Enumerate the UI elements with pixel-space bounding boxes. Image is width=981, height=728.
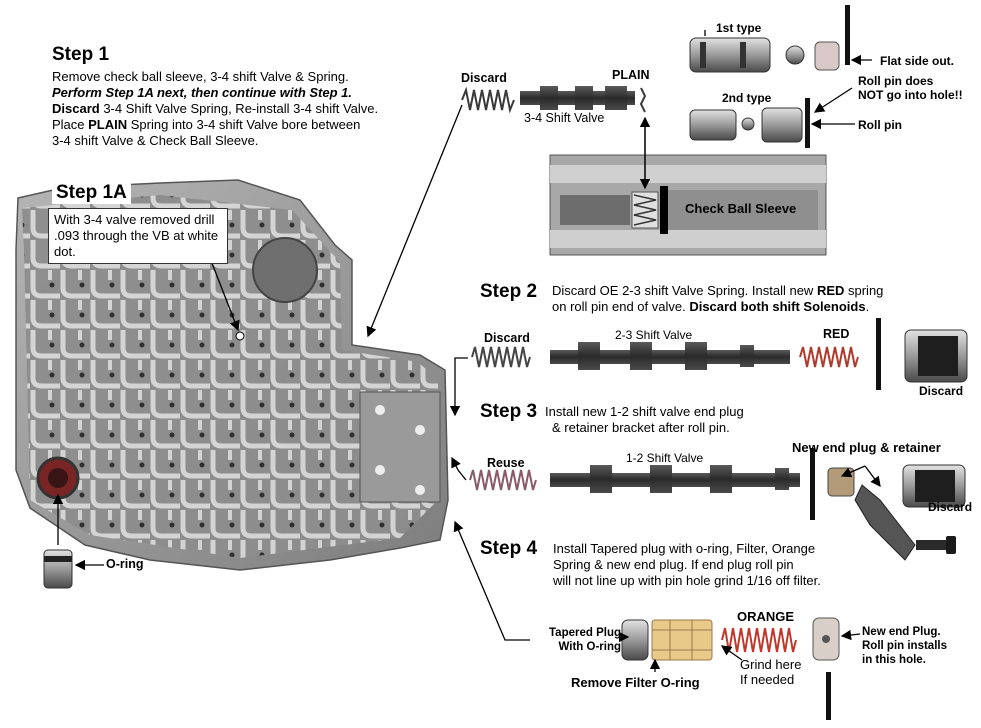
- filter-spring-parts: [621, 617, 840, 720]
- label-roll-pin: Roll pin: [858, 118, 902, 132]
- label-discard-solenoid-1: Discard: [919, 384, 964, 398]
- label-1st-type: 1st type: [716, 21, 762, 35]
- label-discard-solenoid-2: Discard: [928, 500, 973, 514]
- leader-arrows: [52, 30, 881, 672]
- label-tapered-plug: Tapered Plug With O-ring: [535, 626, 621, 654]
- step3-title: Step 3: [480, 401, 538, 422]
- label-new-end-plug: New end Plug. Roll pin installs in this …: [862, 625, 947, 667]
- valve-34-parts: [461, 5, 850, 148]
- step4-text: Install Tapered plug with o-ring, Filter…: [553, 541, 883, 589]
- step2-text: Discard OE 2-3 shift Valve Spring. Insta…: [552, 283, 972, 315]
- label-discard-23: Discard: [484, 331, 530, 345]
- step4-line2: Spring & new end plug. If end plug roll …: [553, 557, 794, 572]
- label-orange: ORANGE: [737, 609, 795, 624]
- label-flat-side: Flat side out.: [880, 54, 955, 68]
- step4-line1: Install Tapered plug with o-ring, Filter…: [553, 541, 816, 556]
- step1-line5: 3-4 shift Valve & Check Ball Sleeve.: [52, 133, 259, 148]
- new-end-plug-line3: in this hole.: [862, 654, 926, 666]
- label-plain: PLAIN: [612, 68, 650, 82]
- step1a-callout: With 3-4 valve removed drill .093 throug…: [48, 208, 228, 264]
- step2-title: Step 2: [480, 281, 538, 302]
- label-check-ball-sleeve: Check Ball Sleeve: [685, 201, 797, 216]
- valve-12-parts: [469, 448, 966, 561]
- roll-pin-note-line2: NOT go into hole!!: [858, 88, 963, 102]
- step3-line2: & retainer bracket after roll pin.: [552, 420, 730, 435]
- o-ring-plug: [43, 549, 73, 589]
- label-new-end-plug-retainer: New end plug & retainer: [792, 440, 941, 455]
- label-12-shift-valve: 1-2 Shift Valve: [626, 451, 704, 465]
- step1a-title: Step 1A: [52, 182, 131, 204]
- tapered-plug-line1: Tapered Plug: [549, 627, 621, 639]
- step3-line1: Install new 1-2 shift valve end plug: [545, 404, 744, 419]
- step1-line4: Place PLAIN Spring into 3-4 shift Valve …: [52, 117, 361, 132]
- roll-pin-note-line1: Roll pin does: [858, 74, 934, 88]
- step1-text: Remove check ball sleeve, 3-4 shift Valv…: [52, 69, 462, 149]
- label-2nd-type: 2nd type: [722, 91, 772, 105]
- step2-line1: Discard OE 2-3 shift Valve Spring. Insta…: [552, 283, 884, 298]
- label-reuse: Reuse: [487, 456, 525, 470]
- label-34-shift-valve: 3-4 Shift Valve: [524, 111, 605, 125]
- step1-line1: Remove check ball sleeve, 3-4 shift Valv…: [52, 69, 349, 84]
- grind-line2: If needed: [740, 672, 795, 687]
- step1-title: Step 1: [52, 44, 110, 65]
- step3-text: Install new 1-2 shift valve end plug & r…: [545, 404, 805, 436]
- label-discard-top: Discard: [461, 71, 507, 85]
- valve-body: [15, 179, 449, 571]
- label-grind-here: Grind here If needed: [740, 657, 801, 687]
- label-23-shift-valve: 2-3 Shift Valve: [615, 328, 693, 342]
- step2-line2: on roll pin end of valve. Discard both s…: [552, 299, 870, 314]
- label-o-ring: O-ring: [106, 557, 144, 571]
- valve-23-parts: [471, 318, 968, 390]
- step4-title: Step 4: [480, 538, 538, 559]
- grind-line1: Grind here: [740, 657, 802, 672]
- step1-line3: Discard 3-4 Shift Valve Spring, Re-insta…: [52, 101, 379, 116]
- tapered-plug-line2: With O-ring: [558, 641, 622, 653]
- check-ball-sleeve-photo: [549, 154, 827, 256]
- new-end-plug-line1: New end Plug.: [862, 626, 941, 638]
- new-end-plug-line2: Roll pin installs: [862, 640, 947, 652]
- label-roll-pin-note: Roll pin does NOT go into hole!!: [858, 74, 963, 102]
- label-red: RED: [823, 327, 850, 341]
- step1-line2: Perform Step 1A next, then continue with…: [52, 85, 353, 100]
- step4-line3: will not line up with pin hole grind 1/1…: [553, 573, 821, 588]
- label-remove-filter-o-ring: Remove Filter O-ring: [571, 675, 700, 690]
